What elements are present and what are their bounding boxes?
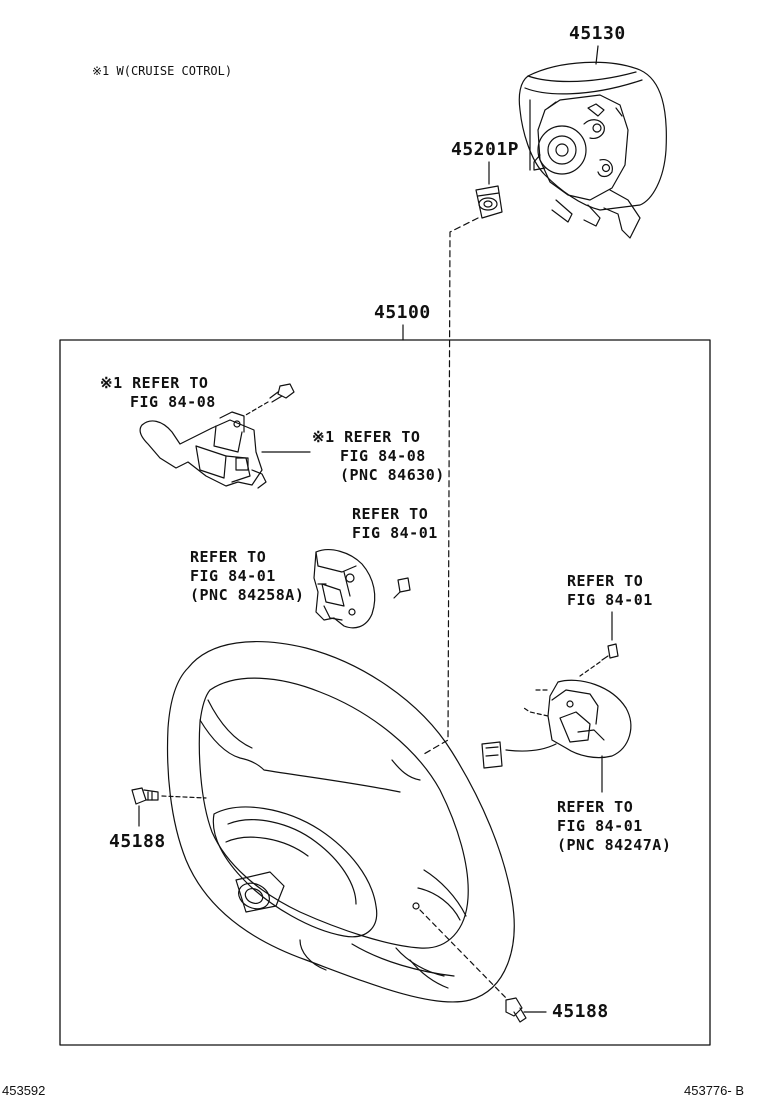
ref-line: REFER TO <box>190 548 267 566</box>
steering-wheel-drawing <box>166 641 515 1003</box>
left-switch-screw-drawing <box>393 577 411 599</box>
cruise-control-note: ※1 W(CRUISE COTROL) <box>92 64 233 78</box>
cruise-screw-drawing <box>269 383 295 403</box>
airbag-module-drawing <box>518 61 667 239</box>
ref-line: FIG 84-01 <box>190 567 276 585</box>
cruise-switch-drawing <box>139 411 267 489</box>
screw-45188-bottom-drawing <box>505 997 527 1023</box>
ref-line: ※1 REFER TO <box>100 374 209 392</box>
ref-line: (PNC 84630) <box>340 466 445 484</box>
footer-left-id: 453592 <box>2 1083 46 1098</box>
left-switch-drawing <box>313 549 376 629</box>
ref-line: FIG 84-08 <box>130 393 216 411</box>
install-line-cruise-screw <box>243 401 269 417</box>
part-number-45100[interactable]: 45100 <box>374 302 431 323</box>
install-line-right-screw <box>579 661 601 677</box>
ref-line: ※1 REFER TO <box>312 428 421 446</box>
ref-line: REFER TO <box>352 505 429 523</box>
part-number-45188-left[interactable]: 45188 <box>109 831 166 852</box>
ref-line: FIG 84-08 <box>340 447 426 465</box>
install-line-45188-bottom <box>419 909 509 1001</box>
part-number-45201p[interactable]: 45201P <box>451 139 520 160</box>
install-line-45188-left <box>161 795 207 799</box>
ref-line: FIG 84-01 <box>567 591 653 609</box>
assembly-frame <box>59 339 711 1046</box>
install-line-nut <box>423 217 479 755</box>
footer-right-id: 453776- B <box>684 1083 744 1098</box>
part-number-45130[interactable]: 45130 <box>569 23 626 44</box>
ref-line: (PNC 84258A) <box>190 586 305 604</box>
ref-line: FIG 84-01 <box>352 524 438 542</box>
right-switch-screw-drawing <box>601 643 619 661</box>
part-number-45188-bottom[interactable]: 45188 <box>552 1001 609 1022</box>
leader-45130 <box>595 45 599 65</box>
ref-line: (PNC 84247A) <box>557 836 672 854</box>
ref-line: REFER TO <box>557 798 634 816</box>
nut-drawing <box>475 185 503 219</box>
ref-line: REFER TO <box>567 572 644 590</box>
right-switch-drawing <box>481 679 632 769</box>
screw-45188-left-drawing <box>131 787 159 805</box>
ref-line: FIG 84-01 <box>557 817 643 835</box>
